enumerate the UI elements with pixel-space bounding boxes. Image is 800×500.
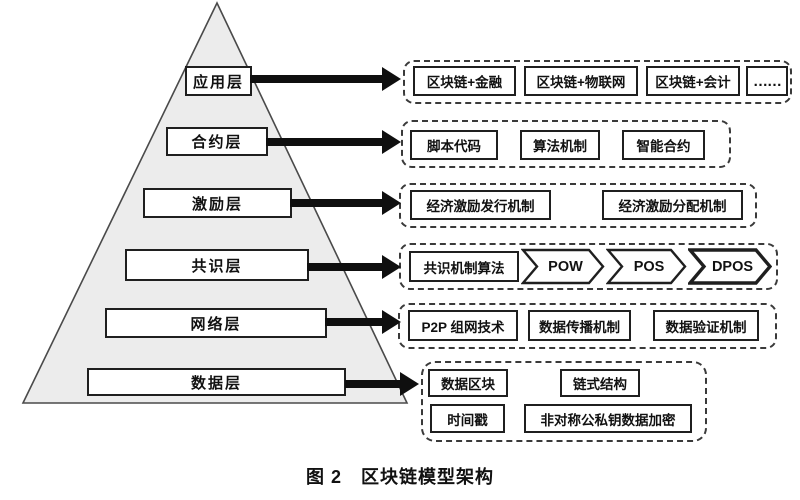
chevron-pow: POW — [521, 248, 605, 285]
arrowhead-icon — [400, 372, 419, 396]
layer-box-incentive: 激励层 — [143, 188, 292, 218]
arrow-network-layer — [325, 310, 401, 334]
layer-box-consensus: 共识层 — [125, 249, 309, 281]
arrow-shaft — [266, 138, 382, 146]
detail-item: P2P 组网技术 — [408, 310, 518, 341]
chevron-label: POS — [633, 258, 665, 275]
chevron-label: POW — [548, 258, 583, 275]
arrowhead-icon — [382, 130, 401, 154]
detail-item: 非对称公私钥数据加密 — [524, 404, 692, 433]
layer-box-application: 应用层 — [185, 66, 252, 96]
arrowhead-icon — [382, 67, 401, 91]
detail-item: 数据验证机制 — [653, 310, 759, 341]
layer-box-data: 数据层 — [87, 368, 346, 396]
arrow-shaft — [307, 263, 382, 271]
arrow-application-layer — [250, 67, 401, 91]
detail-item: 共识机制算法 — [409, 251, 519, 282]
detail-item-ellipsis: …… — [746, 66, 788, 96]
chevron-dpos: DPOS — [688, 248, 772, 285]
detail-item: 时间戳 — [430, 404, 505, 433]
detail-item: 数据区块 — [428, 369, 508, 397]
layer-box-network: 网络层 — [105, 308, 327, 338]
arrow-shaft — [250, 75, 382, 83]
detail-item: 数据传播机制 — [528, 310, 631, 341]
chevron-label: DPOS — [711, 258, 754, 275]
figure-caption: 图 2 区块链模型架构 — [305, 467, 494, 487]
detail-item: 智能合约 — [622, 130, 705, 160]
arrowhead-icon — [382, 255, 401, 279]
chevron-shape — [688, 248, 772, 285]
chevron-shape — [606, 248, 687, 285]
arrow-shaft — [325, 318, 382, 326]
arrow-contract-layer — [266, 130, 401, 154]
arrowhead-icon — [382, 191, 401, 215]
detail-item: 区块链+金融 — [413, 66, 516, 96]
chevron-shape — [521, 248, 605, 285]
detail-item: 经济激励发行机制 — [410, 190, 551, 220]
arrowhead-icon — [382, 310, 401, 334]
arrow-incentive-layer — [290, 191, 401, 215]
chevron-pos: POS — [606, 248, 687, 285]
arrow-shaft — [345, 380, 400, 388]
detail-item: 链式结构 — [560, 369, 640, 397]
arrow-consensus-layer — [307, 255, 401, 279]
arrow-data-layer — [345, 372, 419, 396]
layer-box-contract: 合约层 — [166, 127, 268, 156]
detail-item: 经济激励分配机制 — [602, 190, 743, 220]
detail-item: 区块链+会计 — [646, 66, 740, 96]
detail-item: 算法机制 — [520, 130, 600, 160]
arrow-shaft — [290, 199, 382, 207]
detail-item: 脚本代码 — [410, 130, 498, 160]
detail-item: 区块链+物联网 — [524, 66, 638, 96]
